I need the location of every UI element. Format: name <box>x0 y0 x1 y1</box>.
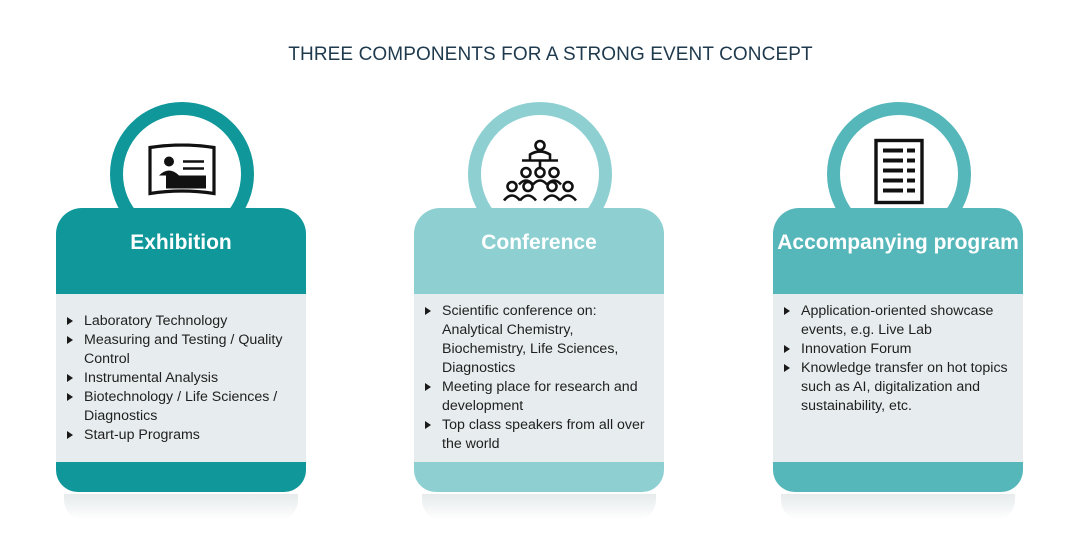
presentation-screen-icon <box>146 143 218 205</box>
list-item: Innovation Forum <box>783 340 1017 359</box>
program-body: Application-oriented showcase events, e.… <box>773 294 1023 464</box>
page-title: THREE COMPONENTS FOR A STRONG EVENT CONC… <box>288 44 813 65</box>
list-item: Application-oriented showcase events, e.… <box>783 302 1017 340</box>
program-card: Accompanying program Application-oriente… <box>773 0 1023 545</box>
list-item: Knowledge transfer on hot topics such as… <box>783 359 1017 416</box>
list-item: Meeting place for research and developme… <box>424 378 658 416</box>
exhibition-card: Exhibition Laboratory Technology Measuri… <box>56 0 306 545</box>
conference-footer <box>414 462 664 492</box>
exhibition-footer <box>56 462 306 492</box>
list-item: Instrumental Analysis <box>66 369 300 388</box>
program-heading: Accompanying program <box>773 208 1023 296</box>
list-item: Measuring and Testing / Quality Control <box>66 331 300 369</box>
conference-body: Scientific conference on: Analytical Che… <box>414 294 664 464</box>
list-item: Start-up Programs <box>66 426 300 445</box>
list-item: Biotechnology / Life Sciences / Diagnost… <box>66 388 300 426</box>
program-list: Application-oriented showcase events, e.… <box>773 294 1023 416</box>
exhibition-reflection <box>64 494 298 520</box>
exhibition-body: Laboratory Technology Measuring and Test… <box>56 294 306 464</box>
list-item: Laboratory Technology <box>66 312 300 331</box>
list-item: Top class speakers from all over the wor… <box>424 416 658 454</box>
conference-heading: Conference <box>414 208 664 296</box>
conference-list: Scientific conference on: Analytical Che… <box>414 294 664 454</box>
program-footer <box>773 462 1023 492</box>
conference-card: Conference Scientific conference on: Ana… <box>414 0 664 545</box>
exhibition-list: Laboratory Technology Measuring and Test… <box>56 294 306 445</box>
program-reflection <box>781 494 1015 520</box>
conference-reflection <box>422 494 656 520</box>
audience-podium-icon <box>500 139 580 210</box>
program-list-icon <box>873 138 925 211</box>
list-item: Scientific conference on: Analytical Che… <box>424 302 658 378</box>
exhibition-heading: Exhibition <box>56 208 306 296</box>
